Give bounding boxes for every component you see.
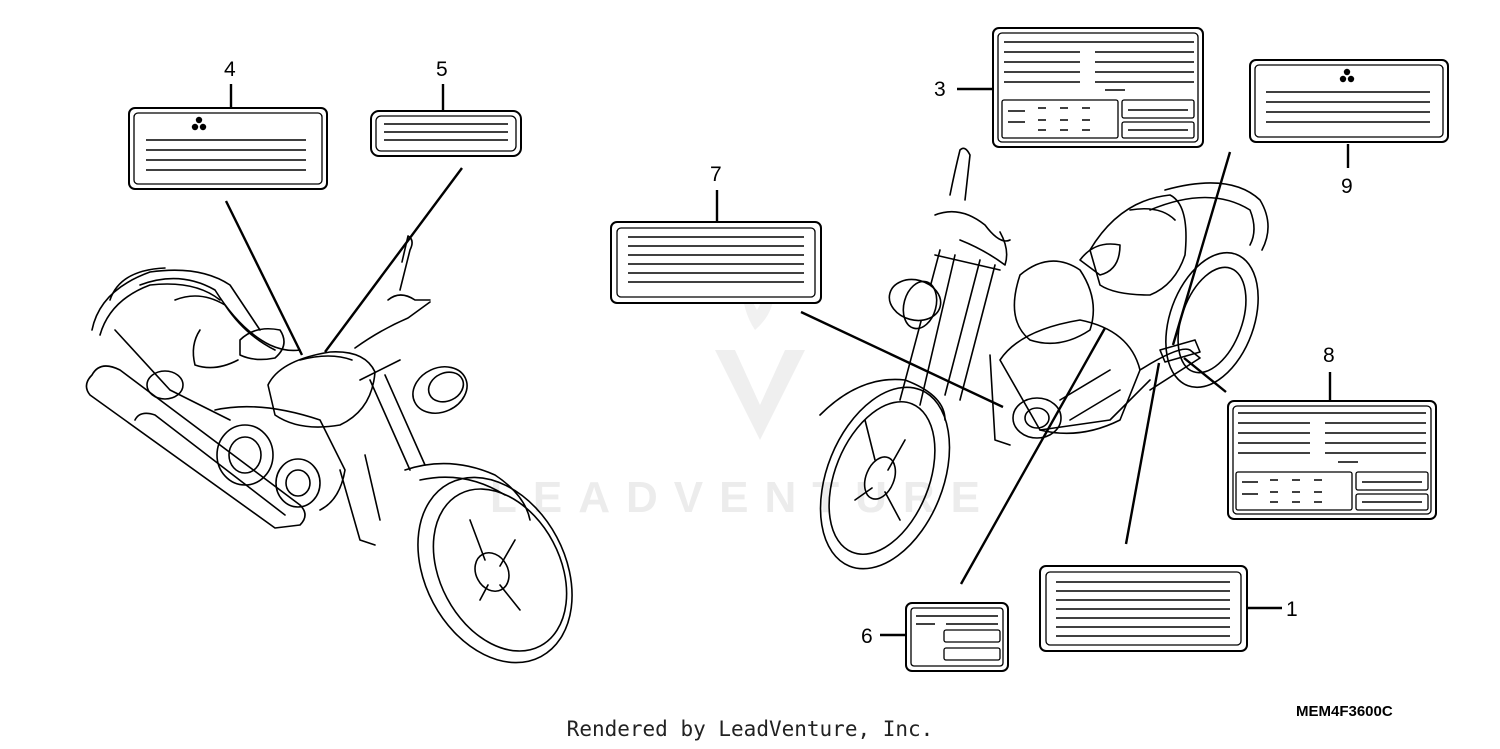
callout-4: 4 bbox=[224, 58, 236, 81]
label-6-box bbox=[905, 602, 1009, 672]
tri-lobe-icon bbox=[1339, 68, 1355, 83]
label-1-box bbox=[1039, 565, 1248, 652]
label-5-box bbox=[370, 110, 522, 157]
label-3-box bbox=[992, 27, 1204, 148]
callout-1: 1 bbox=[1286, 598, 1298, 621]
left-motorcycle-illustration bbox=[85, 235, 573, 664]
leader-lines bbox=[224, 84, 1350, 637]
reference-code: MEM4F3600C bbox=[1296, 703, 1393, 720]
callout-6: 6 bbox=[861, 625, 873, 648]
callout-3: 3 bbox=[934, 78, 946, 101]
label-7-box bbox=[610, 221, 822, 304]
callout-7: 7 bbox=[710, 163, 722, 186]
watermark-text: LEADVENTURE bbox=[490, 473, 996, 522]
label-9-box bbox=[1249, 59, 1449, 143]
watermark: LEADVENTURE bbox=[490, 250, 996, 522]
tri-lobe-icon bbox=[191, 116, 207, 131]
callout-8: 8 bbox=[1323, 344, 1335, 367]
callout-numbers: 1 3 4 5 6 7 8 9 bbox=[224, 58, 1353, 648]
callout-9: 9 bbox=[1341, 175, 1353, 198]
label-8-box bbox=[1227, 400, 1437, 520]
callout-5: 5 bbox=[436, 58, 448, 81]
label-4-box bbox=[128, 107, 328, 190]
render-credit: Rendered by LeadVenture, Inc. bbox=[566, 717, 934, 741]
